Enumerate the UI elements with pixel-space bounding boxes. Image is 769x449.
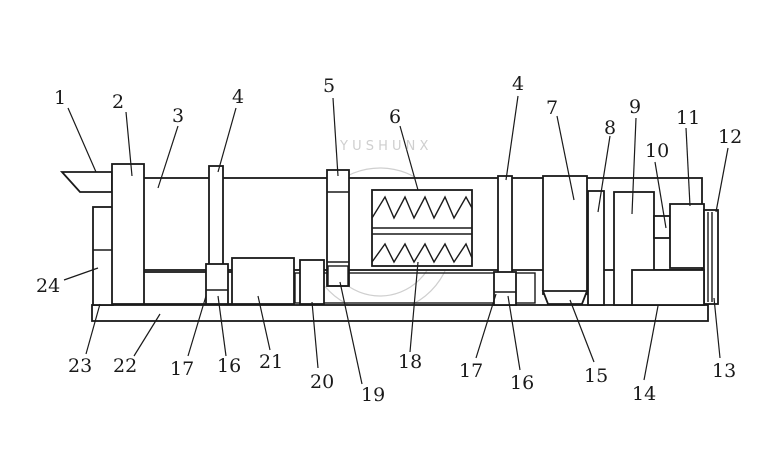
- bearing-right: [493, 271, 517, 306]
- label-11: 11: [676, 107, 700, 129]
- label-8: 8: [604, 117, 616, 139]
- lower-shaft-right: [294, 272, 536, 304]
- label-9: 9: [629, 96, 641, 118]
- end-plate: [587, 190, 605, 306]
- label-7: 7: [546, 97, 558, 119]
- label-21: 21: [259, 351, 283, 373]
- feed-housing: [111, 163, 145, 305]
- label-20: 20: [310, 371, 334, 393]
- label-4b: 4: [512, 73, 524, 95]
- label-16a: 16: [217, 355, 241, 377]
- drive-motor: [669, 203, 705, 269]
- label-18: 18: [398, 351, 422, 373]
- motor-block: [231, 257, 295, 305]
- label-13: 13: [712, 360, 736, 382]
- flange: [326, 169, 350, 287]
- label-15: 15: [584, 365, 608, 387]
- discharge-housing: [542, 175, 588, 295]
- label-3: 3: [172, 105, 184, 127]
- flange-bearing: [327, 265, 349, 287]
- support-left: [208, 165, 224, 279]
- label-24: 24: [36, 275, 60, 297]
- part-labels: 1 2 3 4 5 6 7 8 9 10 11 12 4 13 14 15 16…: [36, 73, 742, 406]
- feed-hopper: [59, 171, 113, 193]
- pulley: [703, 209, 719, 305]
- label-17b: 17: [459, 360, 483, 382]
- label-2: 2: [112, 91, 124, 113]
- label-6: 6: [389, 106, 401, 128]
- left-end-block: [92, 206, 114, 306]
- label-14: 14: [632, 383, 656, 405]
- bearing-left: [205, 263, 229, 305]
- base-motor: [631, 269, 705, 306]
- label-16b: 16: [510, 372, 534, 394]
- drive-shaft: [653, 215, 671, 239]
- label-19: 19: [361, 384, 385, 406]
- label-4a: 4: [232, 86, 244, 108]
- label-23: 23: [68, 355, 92, 377]
- label-10: 10: [645, 140, 669, 162]
- screw-conveyor: [371, 189, 473, 267]
- label-22: 22: [113, 355, 137, 377]
- label-1: 1: [54, 87, 66, 109]
- watermark-text: Y U S H U N X: [339, 139, 429, 154]
- base-frame: [91, 304, 709, 322]
- label-5: 5: [323, 75, 335, 97]
- leader-lines: [63, 95, 729, 385]
- label-12: 12: [718, 126, 742, 148]
- discharge-tray: [541, 290, 589, 305]
- label-17a: 17: [170, 358, 194, 380]
- coupling: [299, 259, 325, 305]
